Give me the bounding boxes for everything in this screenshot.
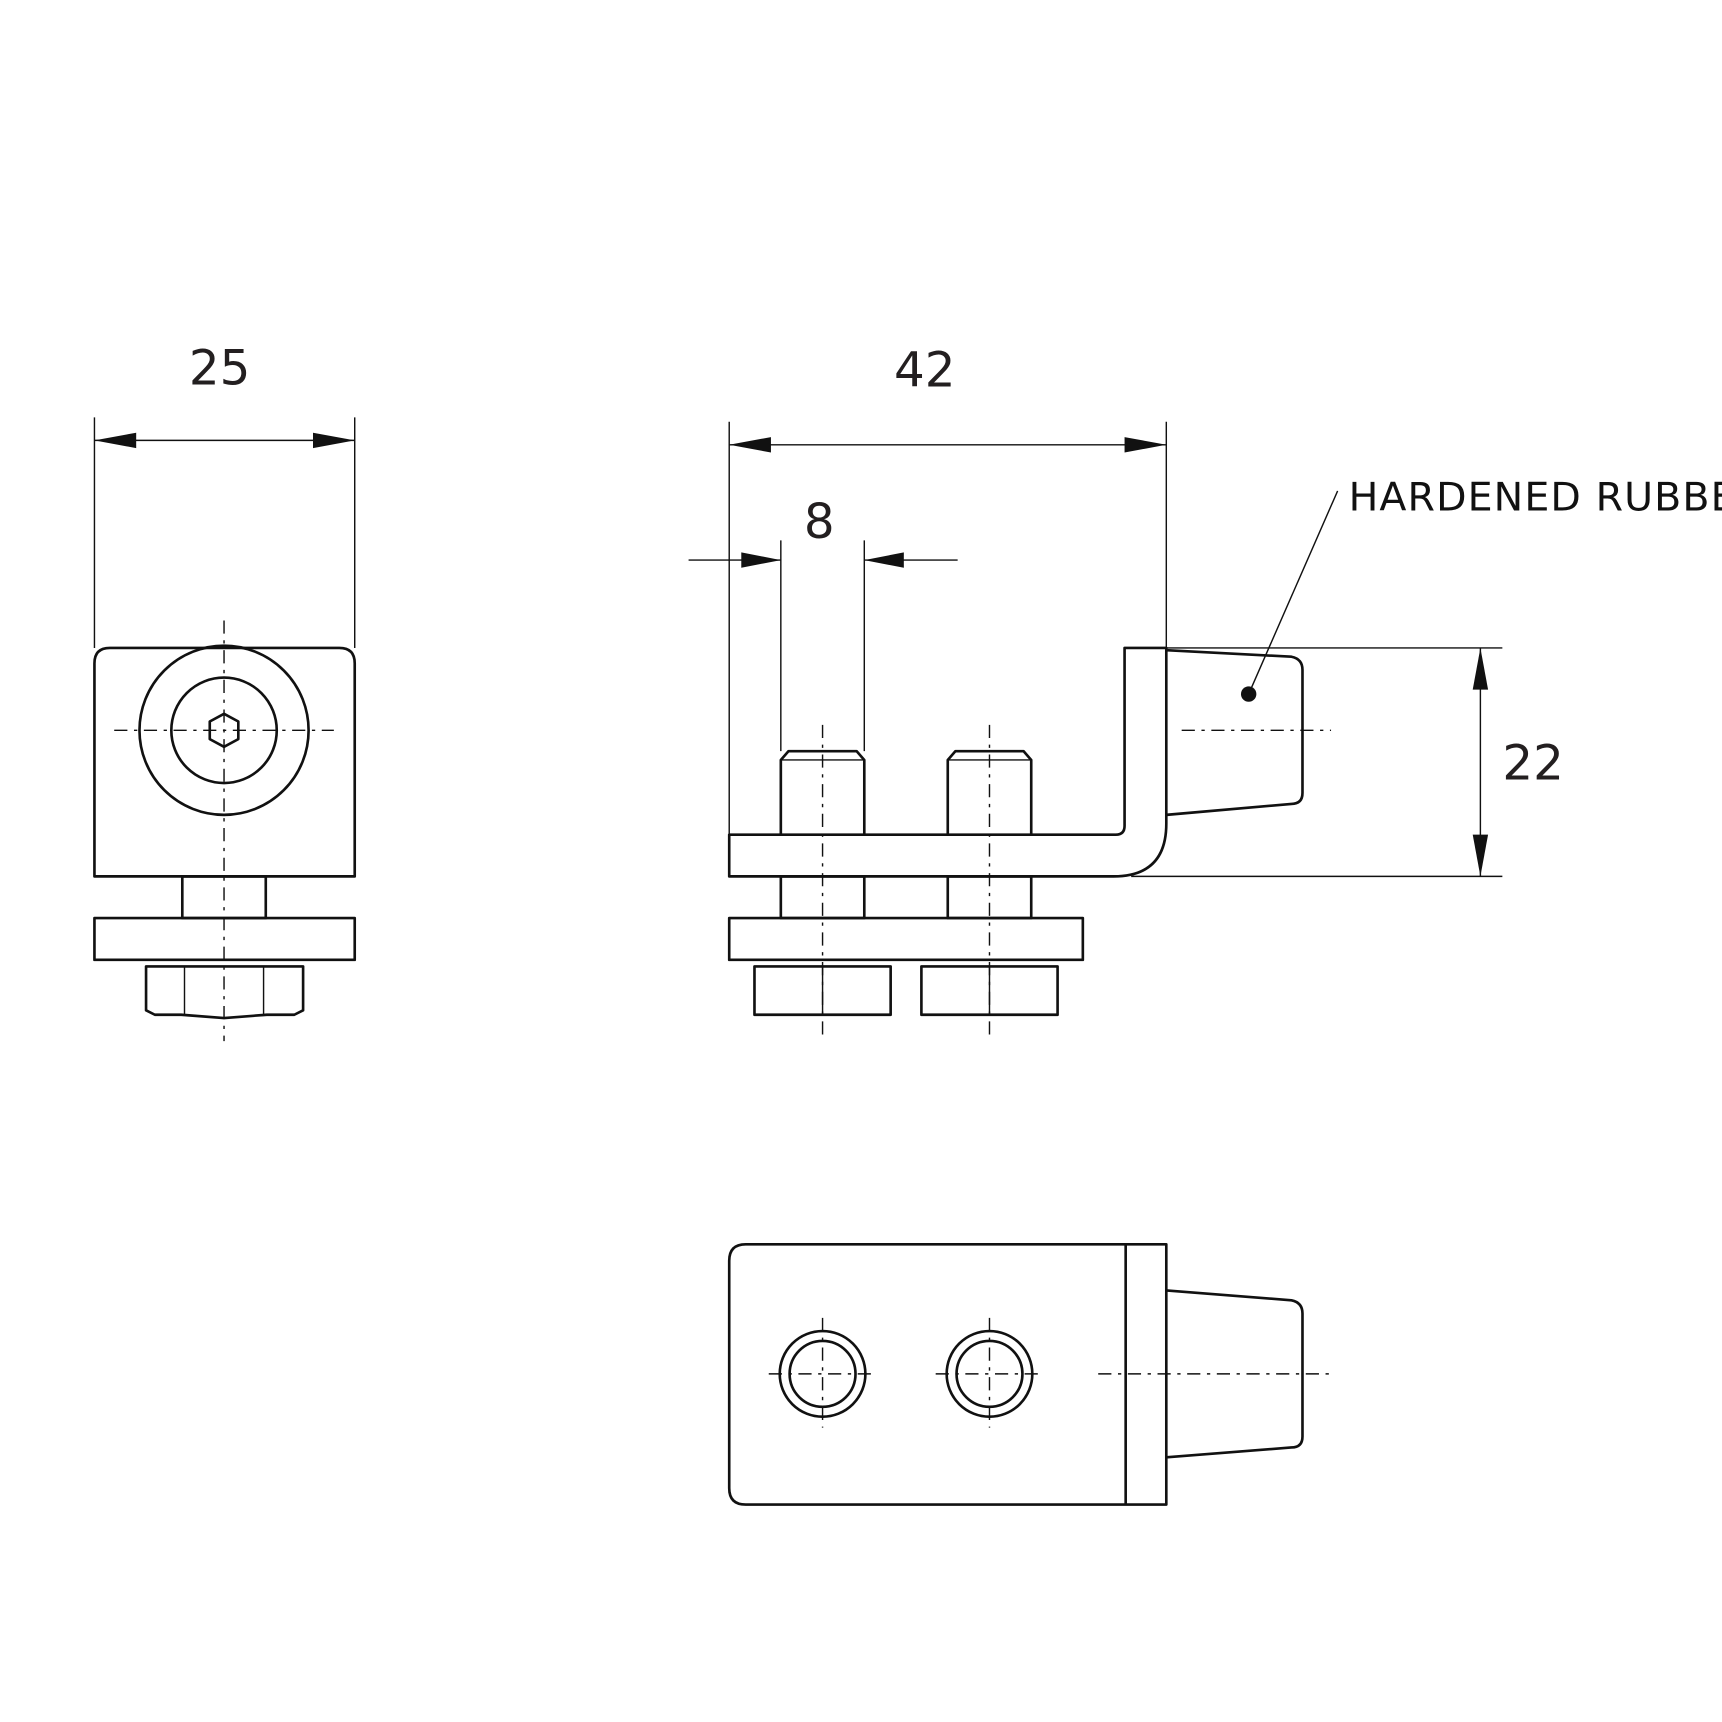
dimension-bolt-spacing-label: 8 (804, 494, 835, 550)
callout-hardened-rubber: HARDENED RUBBER (1349, 475, 1722, 521)
dimension-width-label: 25 (189, 340, 250, 396)
dimension-height-label: 22 (1502, 736, 1563, 792)
top-view (727, 1242, 1332, 1506)
dimension-length-label: 42 (894, 343, 955, 399)
side-view: 42 8 22 HARDENED RUBBER (688, 343, 1722, 1039)
front-view: 25 (93, 340, 357, 1042)
rubber-bumper (1166, 648, 1304, 817)
